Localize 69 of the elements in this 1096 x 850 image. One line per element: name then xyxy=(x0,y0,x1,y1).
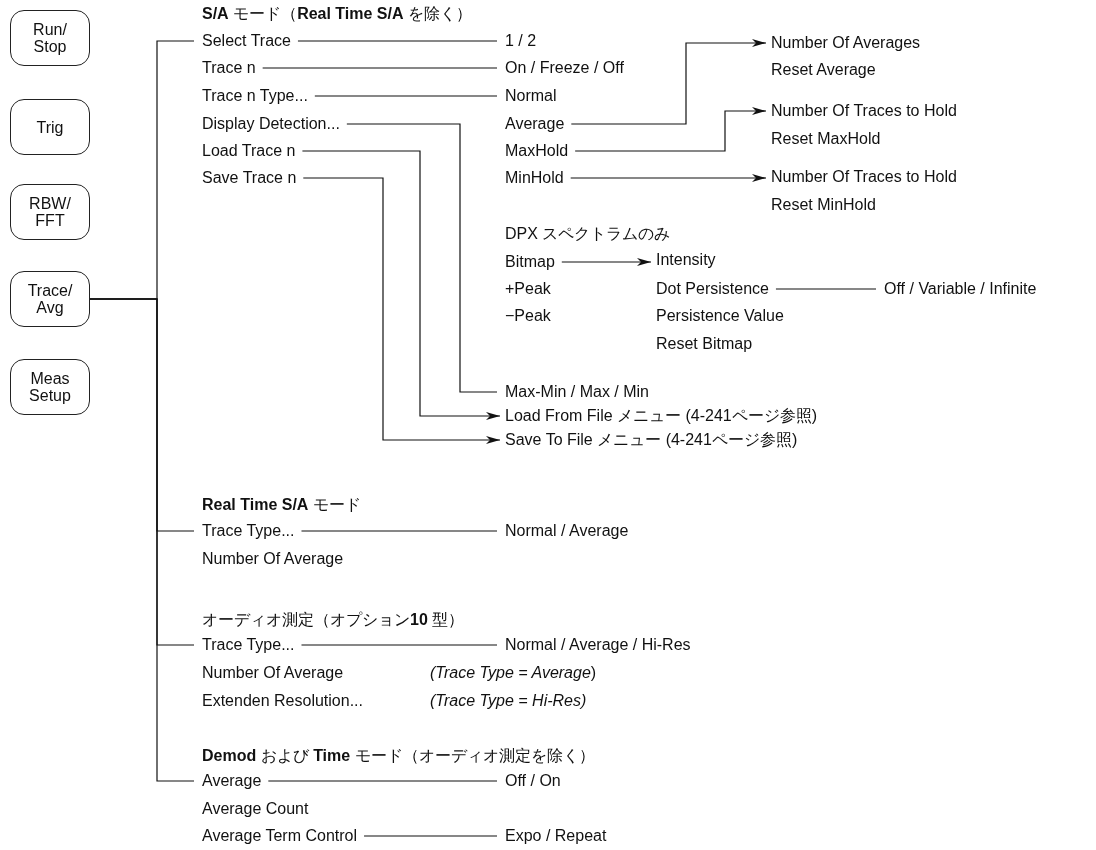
panel-key: Trig xyxy=(10,99,90,155)
section-heading: S/A モード（Real Time S/A を除く） xyxy=(202,4,472,24)
section-heading: DPX スペクトラムのみ xyxy=(505,224,671,244)
condition-note: (Trace Type = Average) xyxy=(430,663,597,683)
arrow xyxy=(301,150,501,420)
menu-item: Load Trace n xyxy=(202,141,296,161)
connector-line xyxy=(89,298,195,782)
menu-item: Reset MinHold xyxy=(771,195,876,215)
menu-item: On / Freeze / Off xyxy=(505,58,624,78)
connector-line xyxy=(346,123,498,393)
menu-item: Off / Variable / Infinite xyxy=(884,279,1037,299)
menu-item: Reset Average xyxy=(771,60,876,80)
menu-item: Normal / Average xyxy=(505,521,629,541)
menu-item: Save To File メニュー (4-241ページ参照) xyxy=(505,430,798,450)
menu-item: Trace Type... xyxy=(202,635,295,655)
menu-item: Intensity xyxy=(656,250,716,270)
arrow xyxy=(570,39,767,125)
menu-item: Number Of Averages xyxy=(771,33,921,53)
menu-item: Reset Bitmap xyxy=(656,334,753,354)
connector-line xyxy=(262,67,498,69)
connector-line xyxy=(363,835,498,837)
menu-item: Number Of Average xyxy=(202,663,344,683)
menu-item: Expo / Repeat xyxy=(505,826,607,846)
section-heading: Real Time S/A モード xyxy=(202,495,361,515)
connector-line xyxy=(314,95,498,97)
arrow xyxy=(570,174,767,182)
menu-item: Average Count xyxy=(202,799,309,819)
menu-item: +Peak xyxy=(505,279,551,299)
panel-key: Run/ Stop xyxy=(10,10,90,66)
section-heading: Demod および Time モード（オーディオ測定を除く） xyxy=(202,746,595,766)
menu-item: MinHold xyxy=(505,168,564,188)
panel-key: Trace/ Avg xyxy=(10,271,90,327)
menu-item: 1 / 2 xyxy=(505,31,537,51)
menu-item: Reset MaxHold xyxy=(771,129,881,149)
menu-item: Bitmap xyxy=(505,252,555,272)
menu-item: Number Of Traces to Hold xyxy=(771,101,957,121)
menu-item: Display Detection... xyxy=(202,114,340,134)
menu-item: MaxHold xyxy=(505,141,569,161)
menu-item: Number Of Traces to Hold xyxy=(771,167,957,187)
condition-note: (Trace Type = Hi-Res) xyxy=(430,691,587,711)
menu-item: Normal / Average / Hi-Res xyxy=(505,635,691,655)
menu-item: Off / On xyxy=(505,771,561,791)
menu-item: Save Trace n xyxy=(202,168,297,188)
arrow xyxy=(561,258,652,266)
menu-item: Extenden Resolution... xyxy=(202,691,363,711)
menu-item: Average xyxy=(202,771,262,791)
menu-item: Normal xyxy=(505,86,557,106)
menu-item: Max-Min / Max / Min xyxy=(505,382,649,402)
connector-line xyxy=(300,530,498,532)
arrow xyxy=(302,177,501,444)
connector-line xyxy=(267,780,498,782)
menu-item: Average Term Control xyxy=(202,826,358,846)
section-heading: オーディオ測定（オプション10 型） xyxy=(202,610,465,630)
menu-item: Trace n xyxy=(202,58,256,78)
menu-item: Number Of Average xyxy=(202,549,344,569)
panel-key: RBW/ FFT xyxy=(10,184,90,240)
connector-line xyxy=(300,644,498,646)
panel-key: Meas Setup xyxy=(10,359,90,415)
menu-item: Load From File メニュー (4-241ページ参照) xyxy=(505,406,818,426)
menu-item: Trace n Type... xyxy=(202,86,308,106)
menu-item: Select Trace xyxy=(202,31,291,51)
menu-item: Dot Persistence xyxy=(656,279,769,299)
menu-item: Trace Type... xyxy=(202,521,295,541)
menu-item: −Peak xyxy=(505,306,551,326)
connector-line xyxy=(775,288,877,290)
menu-item: Persistence Value xyxy=(656,306,784,326)
menu-item: Average xyxy=(505,114,565,134)
connector-line xyxy=(297,40,498,42)
arrow xyxy=(574,107,767,152)
